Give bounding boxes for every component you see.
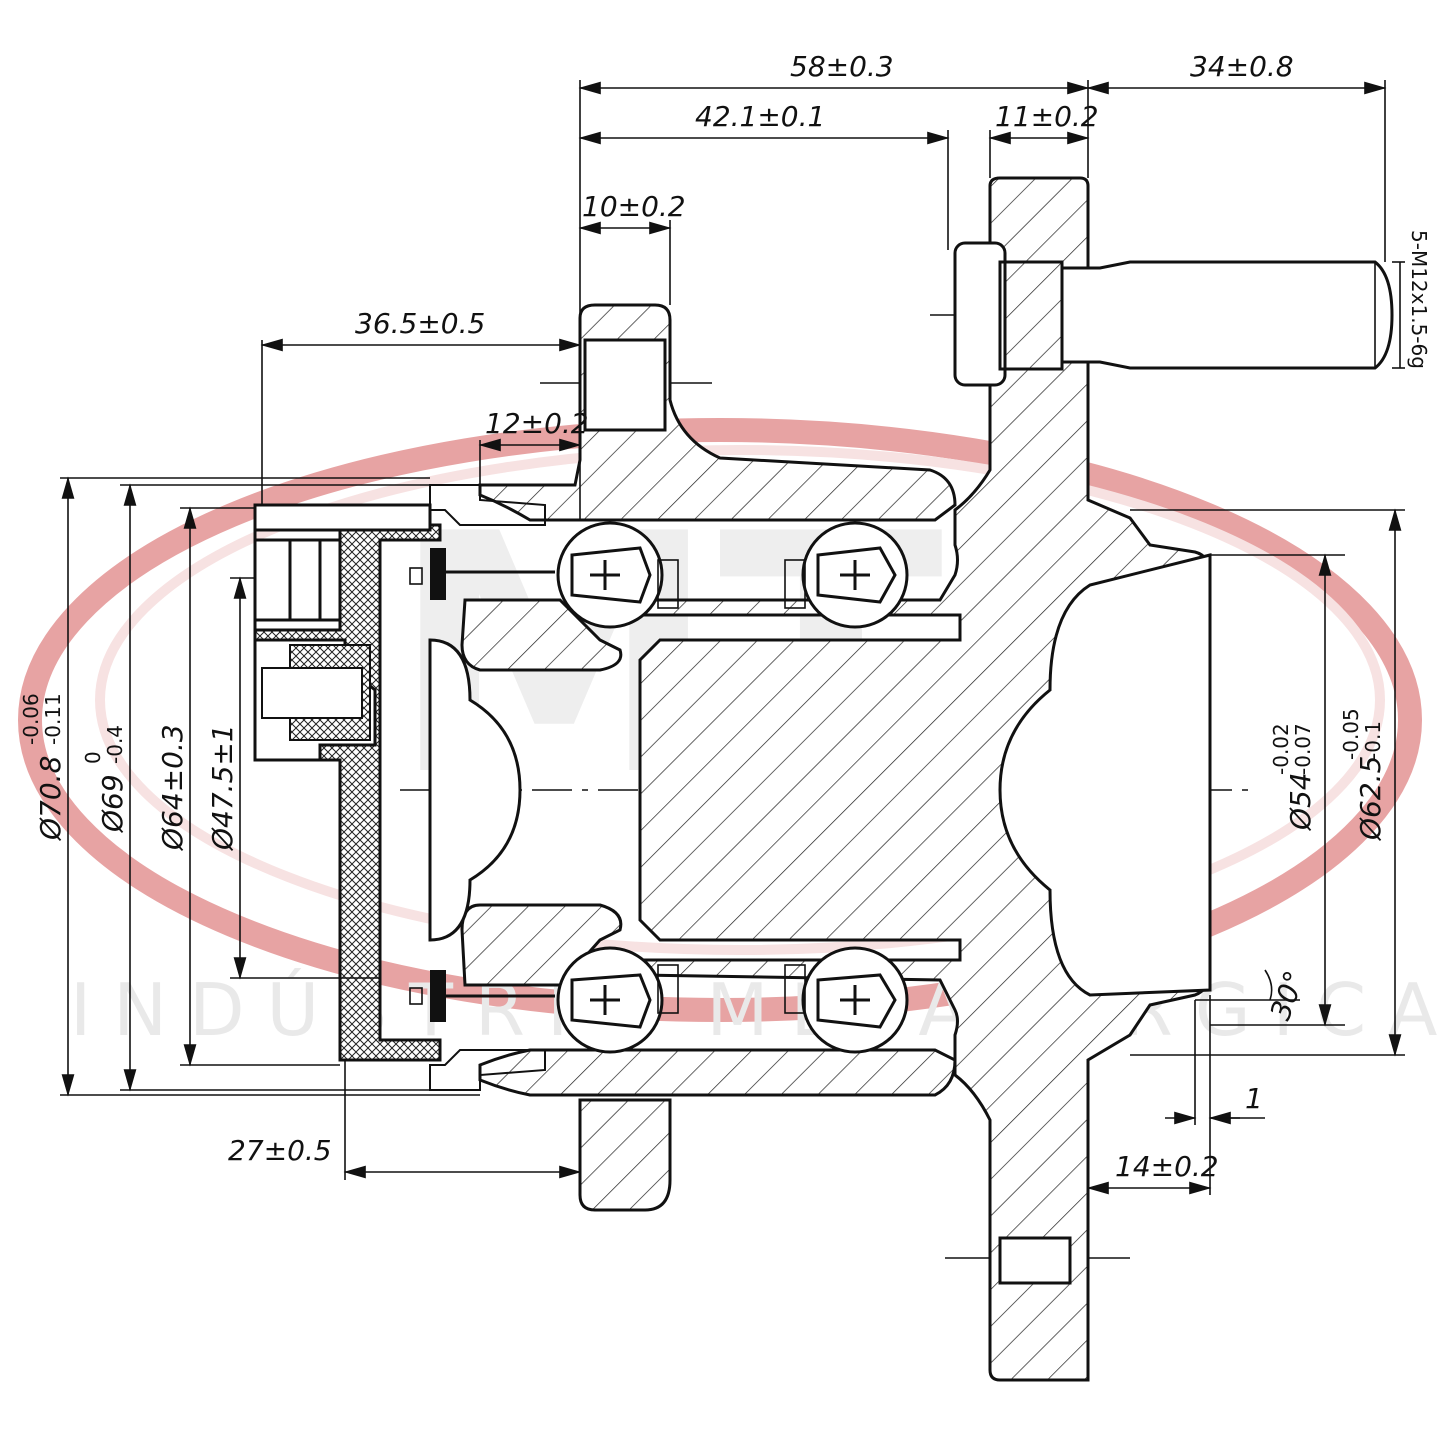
crosshair-icon <box>590 560 620 590</box>
svg-text:Ø54: Ø54 <box>1284 772 1317 831</box>
dim-dia-seal: Ø69 0 -0.4 <box>81 725 129 833</box>
dim-cap-depth: 27±0.5 <box>228 1134 332 1167</box>
ball-bottom-left <box>556 946 679 1054</box>
svg-text:-0.07: -0.07 <box>1291 723 1315 775</box>
dim-dia-pilot: Ø62.5 -0.05 -0.1 <box>1339 708 1387 841</box>
dim-flange-to-seat: 42.1±0.1 <box>695 100 825 133</box>
watermark-swoosh <box>18 418 1422 1022</box>
sensor-ring <box>253 503 432 532</box>
dim-flange-thickness: 11±0.2 <box>995 100 1099 133</box>
bearing-balls <box>556 521 909 1054</box>
dim-sensor-step: 12±0.2 <box>485 407 589 440</box>
dim-dia-bore: Ø54 -0.02 -0.07 <box>1269 723 1317 831</box>
dim-dia-outer: Ø70.8 -0.06 -0.11 <box>19 693 67 841</box>
dim-dia-cap: Ø64±0.3 <box>156 724 189 851</box>
svg-text:Ø70.8: Ø70.8 <box>34 756 67 841</box>
dim-stud-thread: 5-M12x1.5-6g <box>1407 230 1431 369</box>
ball-top-right <box>784 521 909 629</box>
dim-bolt-projection: 34±0.8 <box>1190 50 1294 83</box>
wheel-stud <box>953 241 1394 387</box>
svg-text:0: 0 <box>81 751 105 764</box>
crosshair-icon <box>590 985 620 1015</box>
svg-text:-0.4: -0.4 <box>103 725 127 764</box>
dim-chamfer-depth: 1 <box>1245 1082 1263 1115</box>
sensor-housing <box>253 505 340 762</box>
dim-mount-ear: 10±0.2 <box>582 190 686 223</box>
seal-top <box>429 484 546 526</box>
retainer-top <box>409 548 555 600</box>
ball-bottom-right <box>784 946 909 1054</box>
seal-bottom <box>429 1049 546 1091</box>
dimension-lines <box>60 80 1405 1195</box>
knuckle-ear-lower <box>578 1098 672 1212</box>
dim-pilot-length: 14±0.2 <box>1115 1150 1219 1183</box>
svg-text:-0.05: -0.05 <box>1339 708 1363 760</box>
inner-race-top <box>460 598 623 672</box>
sensor-element-core <box>261 667 363 719</box>
spindle-front <box>428 638 522 942</box>
dimension-labels: 58±0.3 34±0.8 42.1±0.1 11±0.2 10±0.2 36.… <box>19 50 1431 1183</box>
crosshair-icon <box>840 985 870 1015</box>
svg-text:-0.02: -0.02 <box>1269 723 1293 775</box>
svg-text:-0.1: -0.1 <box>1361 721 1385 760</box>
dim-sensor-offset: 36.5±0.5 <box>355 307 485 340</box>
dim-dia-sensor: Ø47.5±1 <box>206 724 239 851</box>
watermark-swoosh-inner <box>95 445 1385 955</box>
crosshair-icon <box>840 560 870 590</box>
ball-top-left <box>556 521 679 629</box>
watermark-company: INDÚSTRIA METALÚRGICA ALLI <box>70 968 1445 1052</box>
svg-text:-0.11: -0.11 <box>41 693 65 745</box>
knuckle-ear-top-white <box>583 338 667 432</box>
hub-cavity <box>998 553 1212 997</box>
dim-overall-length: 58±0.3 <box>790 50 894 83</box>
svg-text:Ø69: Ø69 <box>96 774 129 833</box>
retainer-bottom <box>409 970 555 1022</box>
svg-text:Ø62.5: Ø62.5 <box>1354 756 1387 841</box>
bolt-hole-bottom <box>998 1236 1072 1285</box>
outer-ring-lower <box>478 1048 957 1097</box>
svg-text:-0.06: -0.06 <box>19 693 43 745</box>
